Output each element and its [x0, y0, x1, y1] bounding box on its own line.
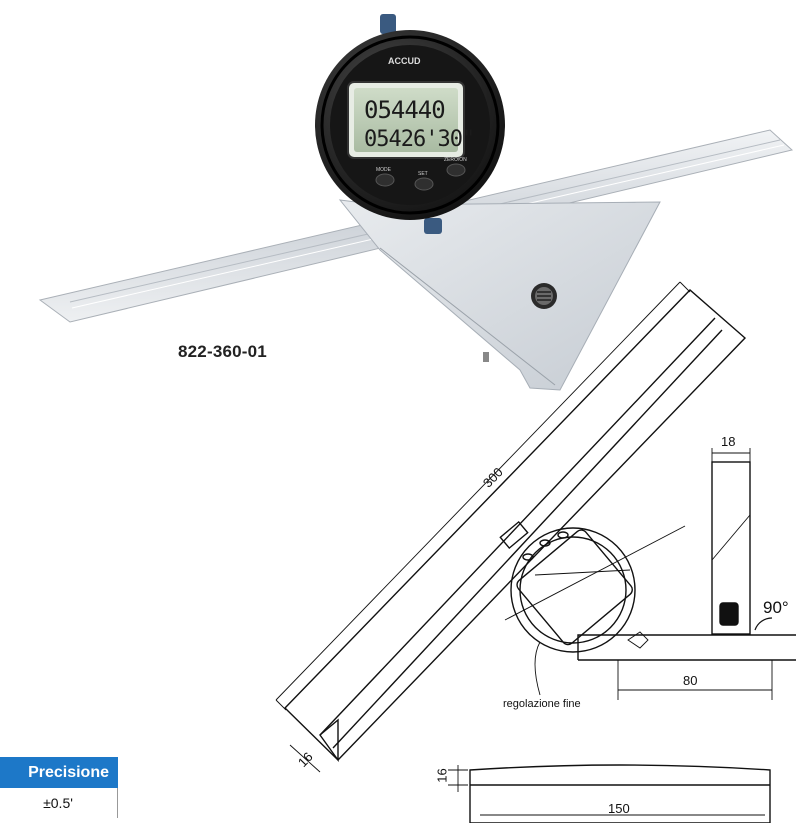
locking-knob-icon[interactable]: [531, 283, 557, 309]
square-angle-dim: 90°: [763, 598, 789, 617]
set-button[interactable]: [414, 177, 434, 191]
model-number: 822-360-01: [178, 342, 267, 361]
base-length-dim: 80: [683, 673, 698, 688]
spec-precision-value: ±0.5': [0, 787, 118, 818]
spec-header: Precisione: [0, 757, 118, 788]
brand-logo: ACCUD: [388, 56, 421, 66]
fine-adjust-label: regolazione fine: [503, 698, 581, 710]
lcd-line-2: 05426'30": [364, 127, 474, 152]
bottom-length-dim: 150: [608, 801, 630, 816]
mode-button-label: MODE: [376, 167, 392, 173]
set-button-label: SET: [418, 171, 428, 177]
digital-dial: [315, 30, 505, 220]
square-width-dim: 18: [721, 434, 736, 449]
bottom-height-dim: 16: [434, 768, 450, 783]
zero-on-button[interactable]: [446, 163, 466, 177]
protractor-square: [338, 199, 661, 391]
zero-button-label: ZERO/ON: [444, 157, 467, 163]
lcd-line-1: 054440: [364, 96, 445, 124]
mode-button[interactable]: [375, 173, 395, 187]
technical-drawing: [275, 281, 796, 823]
spec-table: Precisione ±0.5': [0, 757, 118, 818]
